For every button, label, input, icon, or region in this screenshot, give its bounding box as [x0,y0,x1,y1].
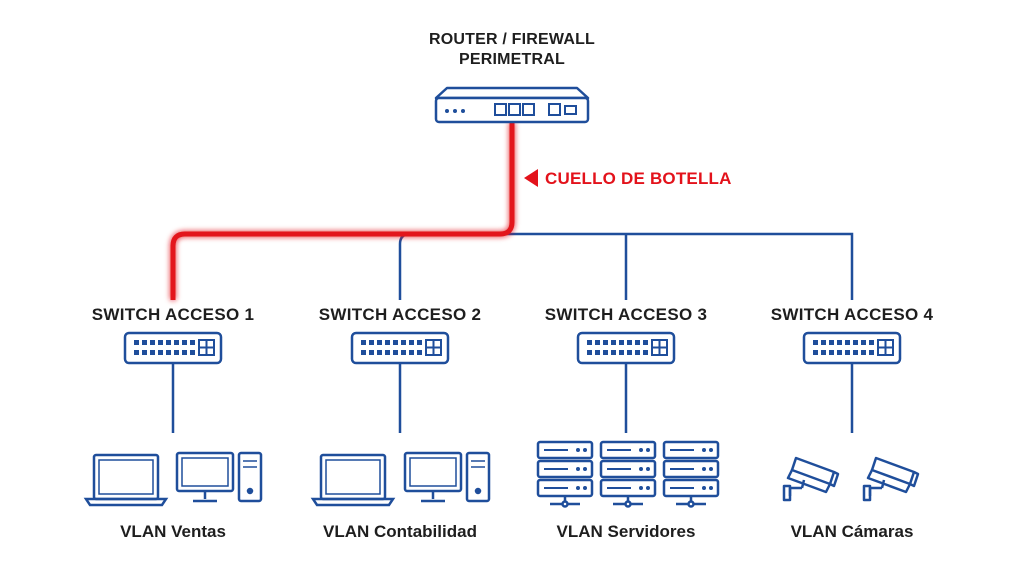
network-links [171,232,854,433]
switch-4-label: SWITCH ACCESO 4 [770,305,934,324]
laptop-icon [84,453,168,507]
vlan-camaras-label: VLAN Cámaras [790,522,914,541]
bottleneck-path [170,122,515,300]
switch-3-icon [576,331,676,365]
vlan-servidores-label: VLAN Servidores [556,522,696,541]
security-camera-icon [862,456,920,502]
desktop-icon [403,451,491,503]
switch-4-icon [802,331,902,365]
router-title: ROUTER / FIREWALL PERIMETRAL [412,30,612,70]
switch-3-label: SWITCH ACCESO 3 [544,305,708,324]
bottleneck-label: CUELLO DE BOTELLA [545,169,732,188]
vlan-ventas-label: VLAN Ventas [120,522,226,541]
router-icon [434,86,590,124]
switch-1-icon [123,331,223,365]
switch-2-icon [350,331,450,365]
server-rack-icon [536,440,594,508]
server-rack-icon [599,440,657,508]
bottleneck-arrow-icon [524,169,538,187]
router-title-line2: PERIMETRAL [459,51,565,68]
switch-2-label: SWITCH ACCESO 2 [318,305,482,324]
router-title-line1: ROUTER / FIREWALL [428,31,596,48]
desktop-icon [175,451,263,503]
link-backbone-blue [398,232,854,300]
vlan-contabilidad-label: VLAN Contabilidad [323,522,477,541]
laptop-icon [311,453,395,507]
security-camera-icon [782,456,840,502]
server-rack-icon [662,440,720,508]
switch-1-label: SWITCH ACCESO 1 [91,305,255,324]
